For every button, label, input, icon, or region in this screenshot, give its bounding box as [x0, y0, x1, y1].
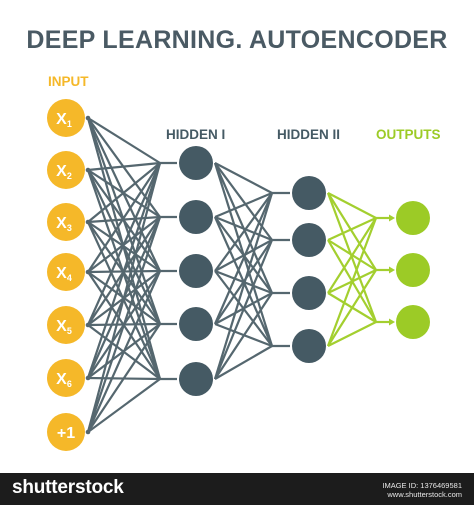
hidden2-node [292, 329, 326, 363]
input-hidden1-edge [87, 162, 161, 273]
input-node [47, 203, 85, 241]
image-id-info: IMAGE ID: 1376469581 www.shutterstock.co… [382, 481, 462, 499]
hidden2-node [292, 176, 326, 210]
input-node-subscript: 4 [67, 273, 72, 283]
input-hidden1-edge [86, 216, 162, 433]
footer-bar: shutterstock IMAGE ID: 1376469581 www.sh… [0, 473, 474, 505]
input-hidden1-edge [87, 117, 161, 164]
input-hidden1-edge [87, 323, 161, 433]
hidden1-hidden2-edge [214, 215, 273, 242]
input-hidden1-edge [87, 161, 161, 172]
input-node-subscript: 1 [67, 119, 72, 129]
hidden2-output-edge [327, 217, 377, 241]
hidden1-hidden2-edge [214, 191, 273, 219]
input-hidden1-edge [86, 270, 162, 433]
hidden1-node [179, 200, 213, 234]
hidden2-output-edge [327, 321, 377, 347]
hidden1-hidden2-edge [213, 192, 274, 325]
diagram-title: DEEP LEARNING. AUTOENCODER [26, 26, 448, 54]
hidden-layer-1-label: HIDDEN I [166, 127, 226, 142]
hidden1-node [179, 362, 213, 396]
hidden2-output-edge [327, 192, 377, 219]
hidden1-hidden2-edge [214, 345, 273, 380]
input-hidden1-edge [87, 215, 161, 224]
input-node [47, 99, 85, 137]
output-node [396, 253, 430, 287]
input-node [47, 151, 85, 189]
input-hidden1-edge [86, 162, 162, 379]
hidden2-node [292, 223, 326, 257]
hidden1-hidden2-edge [214, 292, 273, 380]
input-node-subscript: 3 [67, 223, 72, 233]
hidden1-hidden2-edge [214, 239, 273, 325]
hidden2-output-edge [327, 217, 377, 294]
output-arrowhead [389, 318, 395, 326]
hidden1-node [179, 254, 213, 288]
output-node [396, 305, 430, 339]
hidden2-output-edge [326, 217, 378, 347]
input-node-subscript: 5 [67, 326, 72, 336]
hidden1-hidden2-edge [213, 239, 274, 380]
output-arrowhead [389, 214, 395, 222]
outputs-layer-label: OUTPUTS [376, 127, 441, 142]
input-layer-label: INPUT [48, 74, 89, 89]
input-node [47, 359, 85, 397]
hidden1-hidden2-edge [214, 192, 273, 272]
hidden1-hidden2-edge [214, 239, 273, 272]
input-hidden1-edge [87, 162, 161, 223]
input-node [47, 413, 85, 451]
image-id-text: IMAGE ID: 1376469581 [382, 481, 462, 490]
hidden1-node [179, 307, 213, 341]
input-hidden1-edge [86, 162, 162, 326]
brand-logo[interactable]: shutterstock [12, 477, 124, 498]
input-node [47, 306, 85, 344]
hidden2-node [292, 276, 326, 310]
input-node-subscript: 6 [67, 379, 72, 389]
connection-edges [85, 115, 395, 435]
input-node-subscript: 2 [67, 171, 72, 181]
hidden2-output-edge [327, 269, 377, 347]
input-hidden1-edge [86, 162, 162, 433]
output-arrowhead [389, 266, 395, 274]
hidden1-hidden2-edge [213, 192, 274, 380]
hidden-layer-2-label: HIDDEN II [277, 127, 341, 142]
output-node [396, 201, 430, 235]
input-node-label: +1 [57, 425, 75, 442]
hidden1-node [179, 146, 213, 180]
site-url-text[interactable]: www.shutterstock.com [387, 490, 462, 499]
hidden1-hidden2-edge [214, 162, 273, 194]
input-hidden1-edge [87, 378, 161, 433]
input-node [47, 253, 85, 291]
diagram-stage: DEEP LEARNING. AUTOENCODER INPUT HIDDEN … [26, 26, 448, 451]
hidden2-output-edge [327, 192, 377, 271]
